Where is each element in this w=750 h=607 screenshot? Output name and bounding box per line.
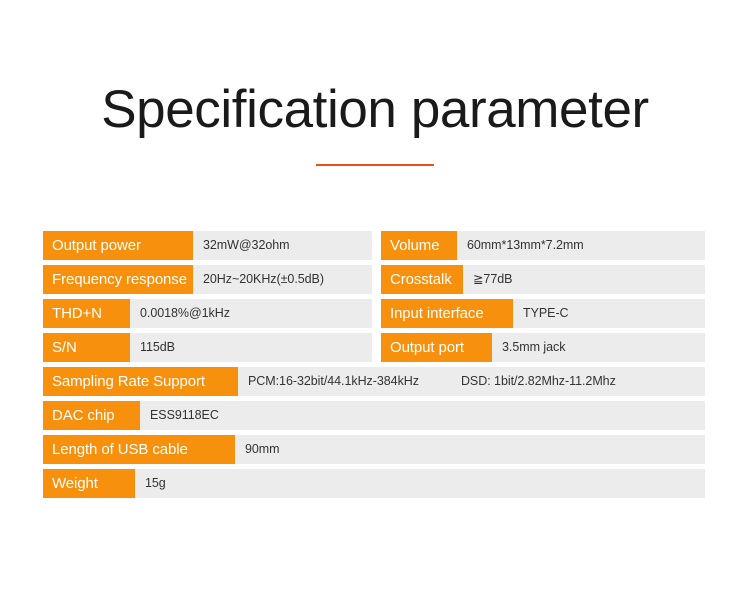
- table-row: Length of USB cable 90mm: [43, 435, 705, 464]
- table-row: Frequency response 20Hz~20KHz(±0.5dB) Cr…: [43, 265, 705, 294]
- page-title: Specification parameter: [101, 80, 649, 139]
- column-gap: [372, 265, 381, 294]
- spec-cell-output-port: Output port 3.5mm jack: [381, 333, 705, 362]
- spec-value-sampling-pcm: PCM:16-32bit/44.1kHz-384kHz: [248, 374, 419, 388]
- table-row: DAC chip ESS9118EC: [43, 401, 705, 430]
- specification-table: Output power 32mW@32ohm Volume 60mm*13mm…: [43, 231, 705, 498]
- spec-value-sampling-rate-support: PCM:16-32bit/44.1kHz-384kHz DSD: 1bit/2.8…: [238, 367, 705, 396]
- column-gap: [372, 299, 381, 328]
- spec-value-output-power: 32mW@32ohm: [193, 231, 372, 260]
- spec-cell-sn: S/N 115dB: [43, 333, 372, 362]
- spec-cell-input-interface: Input interface TYPE-C: [381, 299, 705, 328]
- spec-value-frequency-response: 20Hz~20KHz(±0.5dB): [193, 265, 372, 294]
- spec-cell-frequency-response: Frequency response 20Hz~20KHz(±0.5dB): [43, 265, 372, 294]
- spec-label-crosstalk: Crosstalk: [381, 265, 463, 294]
- table-row: Sampling Rate Support PCM:16-32bit/44.1k…: [43, 367, 705, 396]
- spec-label-dac-chip: DAC chip: [43, 401, 140, 430]
- column-gap: [372, 231, 381, 260]
- spec-value-crosstalk: ≧77dB: [463, 265, 705, 294]
- page-header: Specification parameter: [0, 78, 750, 166]
- spec-value-sampling-dsd: DSD: 1bit/2.82Mhz-11.2Mhz: [460, 374, 616, 388]
- spec-cell-dac-chip: DAC chip ESS9118EC: [43, 401, 705, 430]
- spec-cell-thdn: THD+N 0.0018%@1kHz: [43, 299, 372, 328]
- spec-label-sn: S/N: [43, 333, 130, 362]
- spec-label-usb-cable-length: Length of USB cable: [43, 435, 235, 464]
- spec-value-input-interface: TYPE-C: [513, 299, 705, 328]
- spec-value-dac-chip: ESS9118EC: [140, 401, 705, 430]
- spec-value-output-port: 3.5mm jack: [492, 333, 705, 362]
- table-row: Output power 32mW@32ohm Volume 60mm*13mm…: [43, 231, 705, 260]
- spec-label-weight: Weight: [43, 469, 135, 498]
- spec-cell-usb-cable-length: Length of USB cable 90mm: [43, 435, 705, 464]
- spec-value-volume: 60mm*13mm*7.2mm: [457, 231, 705, 260]
- table-row: S/N 115dB Output port 3.5mm jack: [43, 333, 705, 362]
- spec-value-sn: 115dB: [130, 333, 372, 362]
- spec-value-thdn: 0.0018%@1kHz: [130, 299, 372, 328]
- spec-cell-weight: Weight 15g: [43, 469, 705, 498]
- spec-label-thdn: THD+N: [43, 299, 130, 328]
- spec-value-usb-cable-length: 90mm: [235, 435, 705, 464]
- spec-label-input-interface: Input interface: [381, 299, 513, 328]
- spec-cell-output-power: Output power 32mW@32ohm: [43, 231, 372, 260]
- title-underline-accent: [316, 164, 434, 166]
- spec-label-volume: Volume: [381, 231, 457, 260]
- spec-label-output-port: Output port: [381, 333, 492, 362]
- table-row: Weight 15g: [43, 469, 705, 498]
- spec-cell-volume: Volume 60mm*13mm*7.2mm: [381, 231, 705, 260]
- spec-label-sampling-rate-support: Sampling Rate Support: [43, 367, 238, 396]
- spec-cell-crosstalk: Crosstalk ≧77dB: [381, 265, 705, 294]
- spec-value-weight: 15g: [135, 469, 705, 498]
- spec-label-output-power: Output power: [43, 231, 193, 260]
- spec-label-frequency-response: Frequency response: [43, 265, 193, 294]
- column-gap: [372, 333, 381, 362]
- spec-cell-sampling-rate-support: Sampling Rate Support PCM:16-32bit/44.1k…: [43, 367, 705, 396]
- table-row: THD+N 0.0018%@1kHz Input interface TYPE-…: [43, 299, 705, 328]
